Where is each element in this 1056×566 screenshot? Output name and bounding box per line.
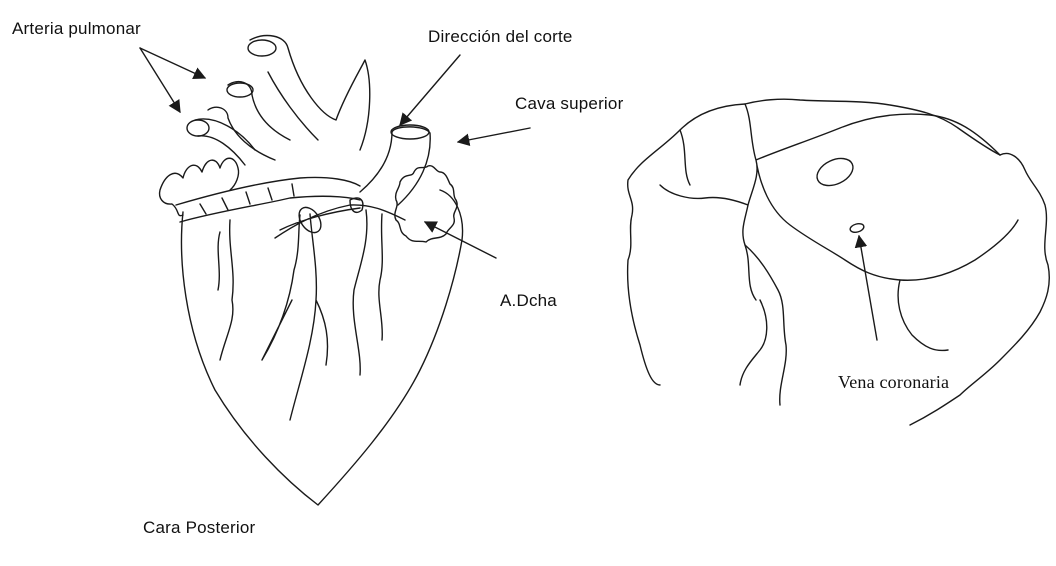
section-lumen: [813, 153, 858, 191]
label-cava-superior: Cava superior: [515, 94, 623, 114]
pulmonary-branch: [195, 119, 255, 165]
label-vena-coronaria: Vena coronaria: [838, 372, 949, 393]
vessel-opening-3: [187, 120, 209, 136]
label-cara-posterior: Cara Posterior: [143, 518, 255, 538]
arrow-vena-coronaria: [859, 236, 877, 340]
arrow-cava-superior: [458, 128, 530, 142]
section-inner-wall: [743, 104, 1018, 300]
label-arteria-pulmonar: Arteria pulmonar: [12, 19, 141, 39]
coronary-vein-lumen: [849, 222, 865, 233]
left-atrium-texture: [200, 184, 294, 214]
arrow-direccion-corte: [400, 55, 460, 125]
vessel-opening-1: [248, 40, 276, 56]
section-left-detail: [660, 130, 748, 205]
pulmonary-trunk: [208, 82, 290, 160]
aortic-arch: [250, 36, 370, 150]
label-direccion-corte: Dirección del corte: [428, 27, 573, 47]
coronary-vessels: [218, 205, 405, 420]
label-a-dcha: A.Dcha: [500, 291, 557, 311]
right-atrium: [395, 166, 457, 242]
vessel-opening-2: [227, 83, 253, 97]
left-atrium-band: [176, 177, 360, 222]
arrow-a-dcha: [425, 222, 496, 258]
